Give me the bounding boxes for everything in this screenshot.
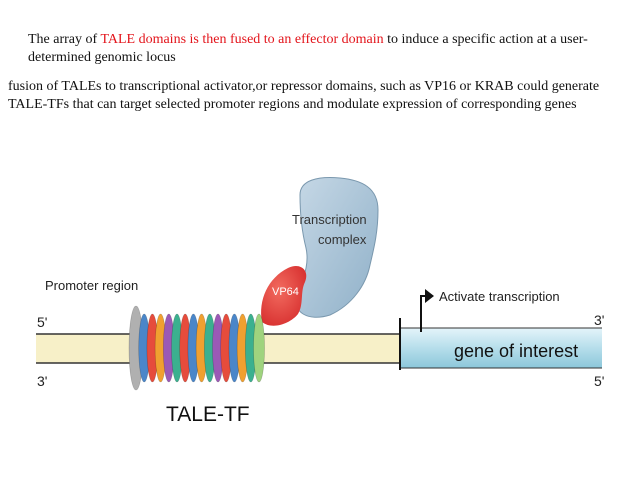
tale-repeat-domain	[253, 313, 265, 383]
promoter-region-label: Promoter region	[45, 278, 138, 293]
line1-post: to induce a specific action at a user- d…	[28, 32, 588, 65]
line1-highlight: TALE domains is then fused to an effecto…	[100, 32, 384, 47]
complex-label-line2: complex	[318, 232, 367, 247]
vp64-label: VP64	[272, 286, 299, 298]
gene-box	[400, 328, 602, 368]
activate-arrow-head	[425, 289, 434, 303]
tale-domain-array	[128, 305, 265, 391]
vp64-shape	[261, 265, 307, 326]
transcription-complex-shape	[295, 177, 379, 318]
three-prime-left-label: 3'	[37, 373, 47, 389]
activate-transcription-label: Activate transcription	[439, 289, 560, 304]
activate-arrow-line	[420, 295, 425, 332]
line1-pre: The array of	[28, 32, 101, 47]
slide-text-line1: The array of TALE domains is then fused …	[28, 31, 608, 67]
complex-label-line1: Transcription	[292, 212, 367, 227]
slide-paragraph: fusion of TALEs to transcriptional activ…	[8, 79, 600, 112]
five-prime-left-label: 5'	[37, 314, 47, 330]
gene-of-interest-label: gene of interest	[454, 341, 578, 361]
three-prime-right-label: 3'	[594, 312, 604, 328]
tale-tf-label: TALE-TF	[166, 403, 250, 426]
five-prime-right-label: 5'	[594, 373, 604, 389]
